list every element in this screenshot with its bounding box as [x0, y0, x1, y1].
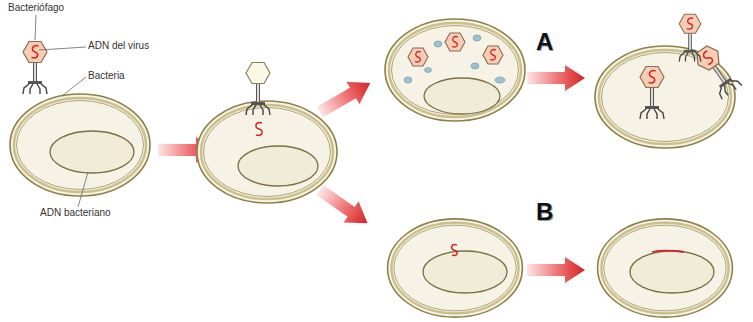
part-label: Bacteria — [88, 70, 125, 81]
process-arrow — [314, 72, 377, 124]
viral-dna — [452, 245, 458, 256]
bacterium-cell — [598, 219, 733, 317]
bacterium-cell — [10, 94, 150, 196]
phage-parts — [404, 35, 505, 83]
integrated-viral-dna — [652, 251, 684, 253]
cycle-letter: B — [536, 198, 553, 226]
bacteriophage — [640, 67, 664, 120]
viral-dna — [256, 123, 262, 136]
part-label: Bacteriófago — [8, 2, 64, 13]
cycle-letter: A — [536, 28, 553, 56]
bacterial-dna — [423, 251, 507, 293]
bacterial-dna — [238, 146, 318, 186]
leader-line — [35, 15, 36, 40]
bacterium-cell — [388, 219, 523, 317]
bacterial-dna — [424, 78, 500, 114]
released-bacteriophage — [679, 14, 701, 61]
process-arrow — [527, 257, 585, 283]
new-phage-heads — [408, 33, 503, 66]
part-label: ADN bacteriano — [40, 207, 111, 218]
bacteriophage — [692, 43, 742, 100]
part-label: ADN del virus — [88, 40, 149, 51]
leader-line — [39, 47, 86, 50]
process-arrow — [527, 65, 585, 91]
leader-line — [62, 77, 86, 96]
process-arrow — [313, 179, 375, 234]
bacterium-cell — [197, 101, 337, 203]
leader-line — [78, 172, 88, 207]
bacterial-dna — [50, 131, 134, 173]
empty-bacteriophage — [246, 63, 270, 116]
bacterium-cell — [385, 19, 525, 121]
bacterial-dna — [630, 251, 714, 293]
